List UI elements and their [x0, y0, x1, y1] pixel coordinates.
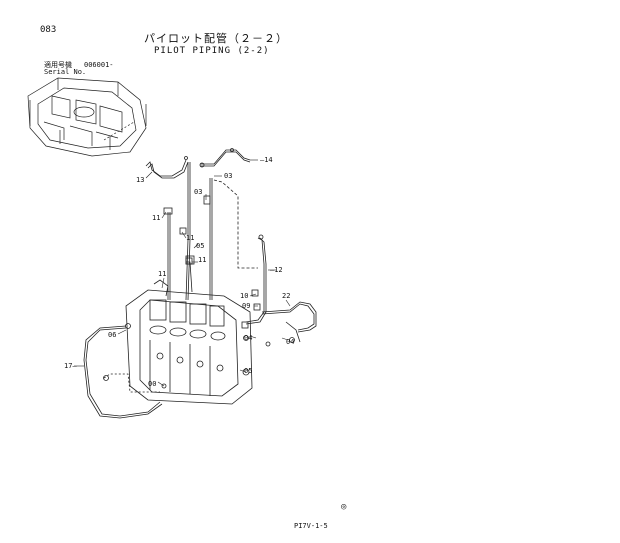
- callout-04-left: 04: [244, 334, 253, 342]
- serial-number-label: Serial No.: [44, 68, 87, 76]
- callout-14: —14: [260, 156, 273, 164]
- callout-05-upper: 05: [196, 242, 205, 250]
- callout-leaders: [74, 159, 291, 387]
- footer-page-code: PI7V-1-5: [294, 522, 328, 530]
- callout-12: —12: [270, 266, 283, 274]
- callout-11-right: 11: [198, 256, 207, 264]
- callout-10: 10: [240, 292, 249, 300]
- applicability-label: 適用号機: [44, 61, 72, 69]
- callout-11-lower: 11: [158, 270, 167, 278]
- control-valve-body: [125, 255, 253, 405]
- callout-17: 17—: [64, 362, 77, 370]
- callout-09: 09: [242, 302, 251, 310]
- callout-00: 00: [148, 380, 157, 388]
- pipe-17: [83, 323, 167, 419]
- callout-03-lower: 03: [194, 188, 203, 196]
- callout-11-mid: 11: [186, 234, 195, 242]
- machine-overview-thumbnail: [27, 77, 147, 157]
- callout-11-left: 11: [152, 214, 161, 222]
- pipe-14: [199, 148, 251, 168]
- callout-13: 13: [136, 176, 145, 184]
- applicability-serial-range: 006001-: [84, 61, 114, 69]
- hose-22: [261, 301, 317, 347]
- callout-04-right: 04: [286, 338, 295, 346]
- hose-12: [213, 179, 267, 325]
- pilot-lines-vertical: [167, 162, 213, 301]
- page-title-japanese: パイロット配管（２－２）: [144, 32, 288, 45]
- footer-mark: ◎: [341, 502, 347, 512]
- page-code: 083: [40, 25, 57, 35]
- page-title-english: PILOT PIPING (2-2): [154, 46, 270, 56]
- pipe-13: [145, 156, 189, 179]
- fittings: [163, 195, 261, 329]
- callout-06: 06: [108, 331, 117, 339]
- callout-22: 22: [282, 292, 291, 300]
- callout-03-upper: 03: [224, 172, 233, 180]
- callout-05-lower: 05: [244, 367, 253, 375]
